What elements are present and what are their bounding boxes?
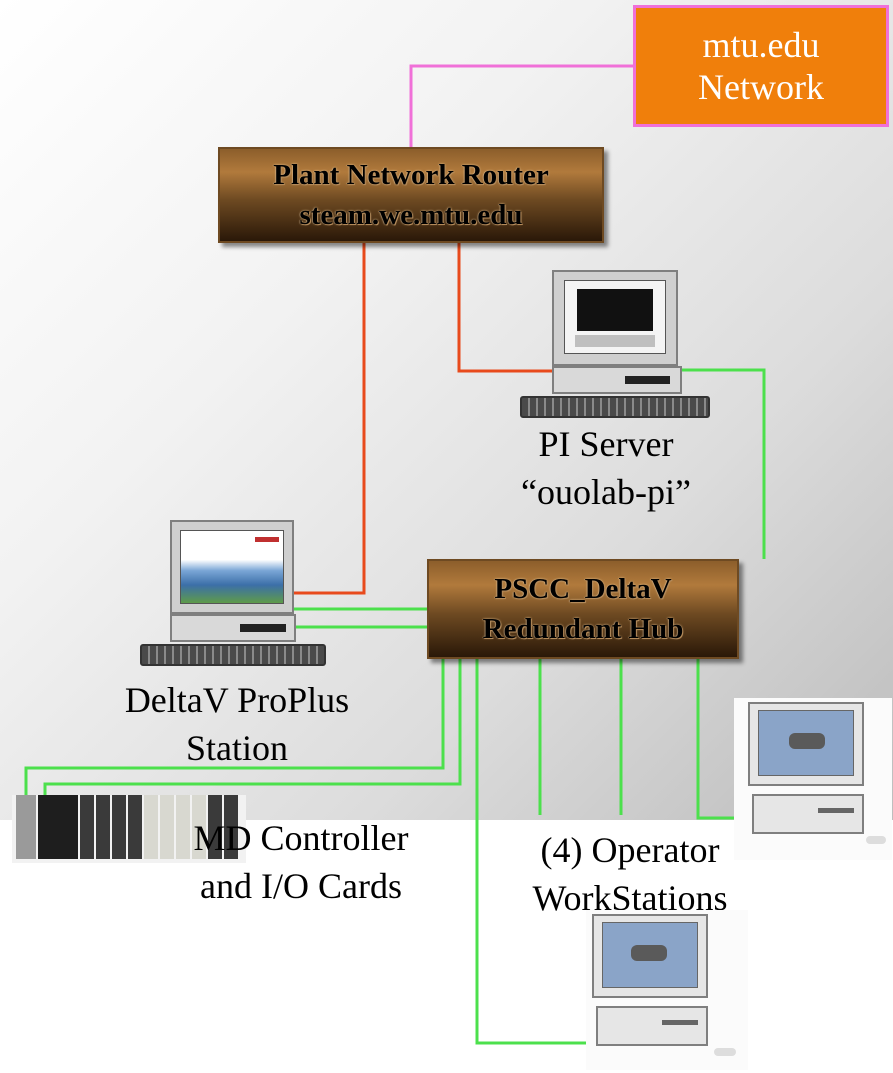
controller-line1: MD Controller: [193, 818, 409, 858]
proplus-line1: DeltaV ProPlus: [124, 680, 350, 720]
hub-to-controller-link-b: [43, 659, 462, 800]
operator-workstation-icon: [734, 698, 892, 860]
pi-server-line2: “ouolab-pi”: [521, 472, 691, 512]
operator-workstation-icon: [586, 910, 748, 1070]
hub-line1: PSCC_DeltaV: [494, 573, 672, 605]
router-box: Plant Network Router steam.we.mtu.edu: [218, 147, 604, 243]
external-network-line2: Network: [698, 67, 824, 107]
hub-to-ws-link-c: [696, 659, 742, 820]
hub-line2: Redundant Hub: [482, 613, 684, 645]
router-to-pi-link: [457, 243, 553, 373]
router-to-proplus-link: [285, 243, 366, 595]
controller-label: MD Controller and I/O Cards: [156, 814, 446, 910]
proplus-line2: Station: [185, 728, 288, 768]
controller-line2: and I/O Cards: [200, 866, 402, 906]
router-line2: steam.we.mtu.edu: [299, 199, 523, 231]
workstations-label: (4) Operator WorkStations: [490, 826, 770, 922]
workstations-line1: (4) Operator: [540, 830, 720, 870]
proplus-computer-icon: [140, 518, 330, 668]
pi-to-hub-link: [682, 368, 766, 559]
pi-server-computer-icon: [520, 268, 710, 428]
pi-server-label: PI Server “ouolab-pi”: [496, 420, 716, 516]
hub-box: PSCC_DeltaV Redundant Hub: [427, 559, 739, 659]
external-network-link: [409, 64, 633, 147]
external-network-line1: mtu.edu: [702, 25, 820, 65]
router-line1: Plant Network Router: [273, 159, 549, 191]
hub-to-ws-link-d: [475, 659, 590, 1045]
proplus-label: DeltaV ProPlus Station: [92, 676, 382, 772]
hub-to-controller-link-a: [24, 659, 445, 800]
external-network-box: mtu.edu Network: [633, 5, 889, 127]
pi-server-line1: PI Server: [538, 424, 674, 464]
controller-rack-icon: [12, 795, 246, 863]
